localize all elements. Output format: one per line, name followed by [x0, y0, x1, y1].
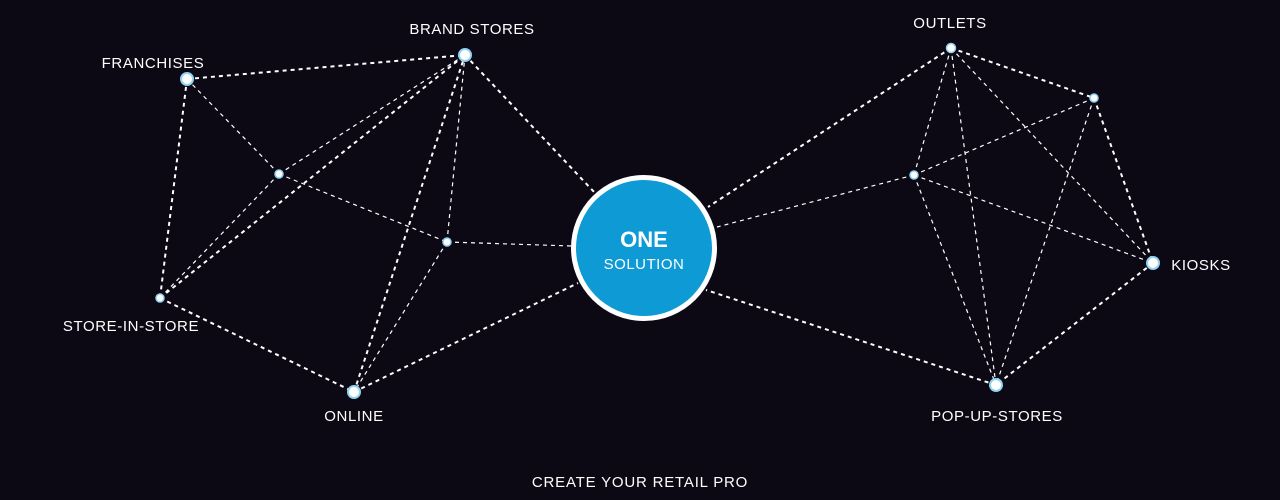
- hub-title: ONE: [620, 227, 668, 252]
- edge-outlets-pop-up: [950, 47, 997, 386]
- node-online: [347, 385, 361, 399]
- edge-franchises-store-in-store: [159, 78, 188, 299]
- edge-inner-r2-kiosks: [913, 174, 1154, 264]
- hub-circle: [576, 180, 712, 316]
- label-kiosks: KIOSKS: [1171, 257, 1230, 274]
- node-inner-r1: [1089, 93, 1099, 103]
- edge-franchises-brand-stores: [186, 54, 466, 80]
- edge-inner-a-brand-stores: [278, 54, 466, 175]
- edge-pop-up-hub: [705, 289, 997, 386]
- node-inner-a: [274, 169, 284, 179]
- edge-inner-r1-kiosks: [1093, 97, 1154, 264]
- edge-outlets-inner-r2: [913, 47, 952, 176]
- label-brand-stores: BRAND STORES: [409, 21, 534, 38]
- edge-franchises-inner-a: [186, 78, 280, 175]
- nodes: [155, 42, 1160, 399]
- label-online: ONLINE: [324, 408, 383, 425]
- edge-online-brand-stores: [353, 54, 466, 393]
- node-inner-b: [442, 237, 452, 247]
- footer-tagline: CREATE YOUR RETAIL PRO: [532, 474, 748, 491]
- hub: ONE SOLUTION: [571, 175, 717, 321]
- label-pop-up-stores: POP-UP-STORES: [931, 408, 1063, 425]
- node-labels: BRAND STORES FRANCHISES STORE-IN-STORE O…: [63, 15, 1230, 425]
- edge-online-hub: [353, 282, 579, 393]
- node-outlets: [945, 42, 957, 54]
- node-franchises: [180, 72, 194, 86]
- edge-brand-stores-hub: [464, 54, 596, 194]
- edge-inner-b-online: [353, 241, 448, 393]
- label-store-in-store: STORE-IN-STORE: [63, 318, 199, 335]
- edge-inner-r1-inner-r2: [913, 97, 1095, 176]
- edge-inner-b-hub: [446, 241, 573, 247]
- node-brand-stores: [458, 48, 472, 62]
- node-kiosks: [1146, 256, 1160, 270]
- edge-outlets-hub: [707, 47, 952, 208]
- node-inner-r2: [909, 170, 919, 180]
- node-store-in-store: [155, 293, 165, 303]
- node-pop-up-stores: [989, 378, 1003, 392]
- label-franchises: FRANCHISES: [102, 55, 205, 72]
- edge-store-in-store-online: [159, 297, 355, 393]
- right-cluster-edges: [705, 47, 1154, 386]
- edge-inner-a-inner-b: [278, 173, 448, 243]
- edge-inner-a-store-in-store: [159, 173, 280, 299]
- label-outlets: OUTLETS: [913, 15, 986, 32]
- edge-inner-r1-pop-up: [995, 97, 1095, 386]
- left-cluster-edges: [159, 54, 596, 393]
- edge-inner-b-brand-stores: [446, 54, 466, 243]
- edge-outlets-inner-r1: [950, 47, 1095, 99]
- hub-subtitle: SOLUTION: [604, 256, 685, 273]
- edge-inner-r2-hub: [716, 174, 915, 228]
- edge-inner-r2-pop-up: [913, 174, 997, 386]
- edge-kiosks-pop-up: [995, 262, 1154, 386]
- edge-store-in-store-brand-stores: [159, 54, 466, 299]
- edge-outlets-kiosks: [950, 47, 1154, 264]
